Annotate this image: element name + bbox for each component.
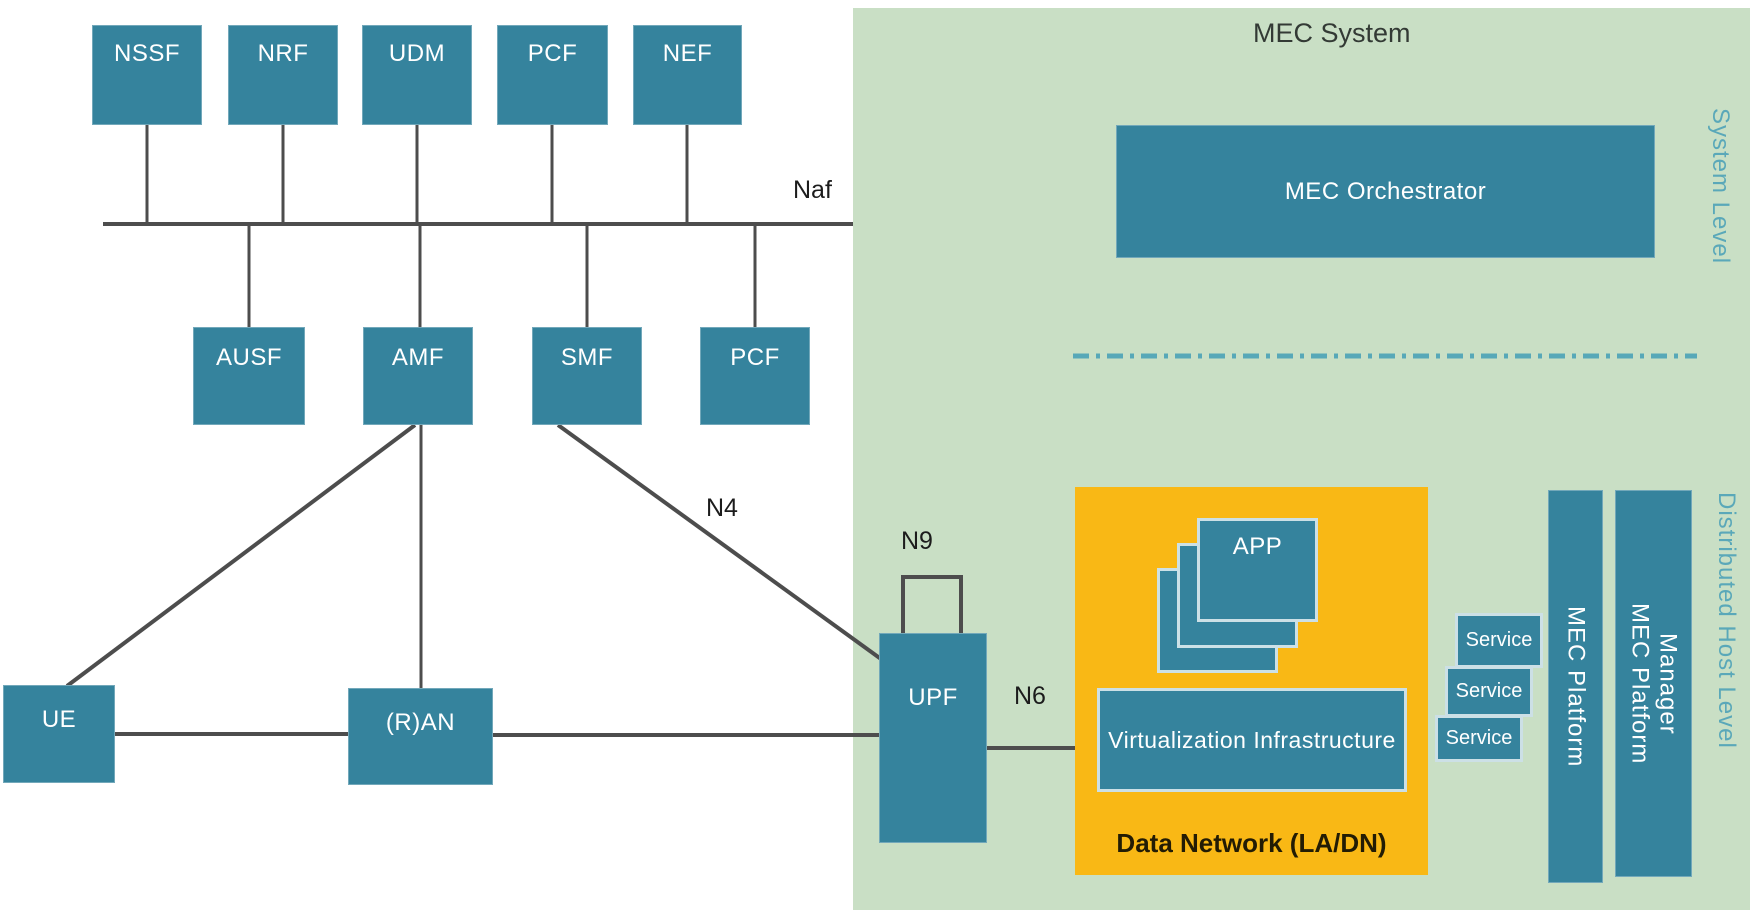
amf-ue-link xyxy=(65,423,417,688)
n6-label: N6 xyxy=(1014,682,1046,710)
node-udm-label: UDM xyxy=(388,40,446,67)
mec-orchestrator-box: MEC Orchestrator xyxy=(1116,125,1655,258)
service-box-3: Service xyxy=(1435,715,1523,762)
mec-system-title: MEC System xyxy=(1253,18,1411,48)
service-1-label: Service xyxy=(1465,629,1533,651)
node-pcf-top: PCF xyxy=(497,25,608,125)
service-2-label: Service xyxy=(1455,680,1523,702)
node-smf: SMF xyxy=(532,327,642,425)
node-nssf-label: NSSF xyxy=(113,40,180,67)
node-pcf-top-label: PCF xyxy=(527,40,578,67)
node-amf: AMF xyxy=(363,327,473,425)
distributed-host-level-label: Distributed Host Level xyxy=(1704,457,1748,784)
app-box: APP xyxy=(1197,518,1318,622)
node-ausf: AUSF xyxy=(193,327,305,425)
mec-platform-manager-bar: MEC Platform Manager xyxy=(1615,490,1692,877)
mec-platform-label: MEC Platform xyxy=(1562,605,1590,768)
service-3-label: Service xyxy=(1445,727,1513,749)
node-ausf-label: AUSF xyxy=(215,344,282,371)
node-nrf: NRF xyxy=(228,25,338,125)
node-nef-label: NEF xyxy=(662,40,713,67)
service-box-1: Service xyxy=(1455,613,1543,668)
node-ran-label: (R)AN xyxy=(385,709,456,736)
app-label: APP xyxy=(1232,533,1283,560)
n4-label: N4 xyxy=(706,494,738,522)
node-nssf: NSSF xyxy=(92,25,202,125)
smf-upf-n4-link xyxy=(556,423,883,661)
mec-platform-manager-line-2: Manager xyxy=(1654,632,1682,735)
node-ue-label: UE xyxy=(41,706,77,733)
naf-label: Naf xyxy=(793,176,832,204)
service-box-2: Service xyxy=(1445,666,1533,717)
n9-label: N9 xyxy=(901,527,933,555)
upf-n9-loop xyxy=(901,575,963,634)
node-nef: NEF xyxy=(633,25,742,125)
system-level-text: System Level xyxy=(1707,107,1734,265)
distributed-host-level-text: Distributed Host Level xyxy=(1713,492,1740,749)
node-udm: UDM xyxy=(362,25,472,125)
node-upf-label: UPF xyxy=(908,684,958,711)
node-ran: (R)AN xyxy=(348,688,493,785)
mec-platform-manager-line-1: MEC Platform xyxy=(1626,602,1654,765)
node-ue: UE xyxy=(3,685,115,783)
node-pcf-mid: PCF xyxy=(700,327,810,425)
node-pcf-mid-label: PCF xyxy=(730,344,780,371)
data-network-box: Data Network (LA/DN) xyxy=(1075,487,1428,875)
mec-platform-manager-label: MEC Platform Manager xyxy=(1626,603,1682,764)
mec-orchestrator-label: MEC Orchestrator xyxy=(1284,177,1487,205)
node-nrf-label: NRF xyxy=(257,40,309,67)
node-amf-label: AMF xyxy=(391,344,445,371)
virtualization-infrastructure-box: Virtualization Infrastructure xyxy=(1097,688,1407,792)
node-upf: UPF xyxy=(879,633,987,843)
system-level-label: System Level xyxy=(1698,88,1742,284)
virtualization-infrastructure-label: Virtualization Infrastructure xyxy=(1108,726,1396,753)
mec-platform-bar: MEC Platform xyxy=(1548,490,1603,883)
node-smf-label: SMF xyxy=(560,344,614,371)
data-network-label: Data Network (LA/DN) xyxy=(1116,828,1387,858)
